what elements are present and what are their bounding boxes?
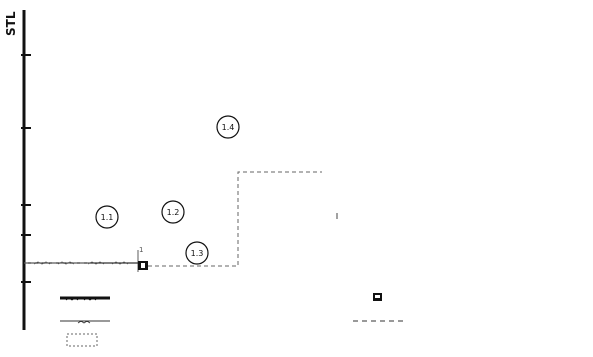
node-1-2: 1.2 [161,200,185,224]
legend-service-pipe-symbol [60,320,110,324]
meter-box-symbol-node [138,261,148,270]
legend-regulator-station-symbol [66,333,98,347]
node-1-1: 1.1 [95,205,119,229]
point-marker-label: 1 [139,246,143,254]
svg-text:1.2: 1.2 [167,208,180,217]
node-1-3: 1.3 [185,241,209,265]
svg-text:1.4: 1.4 [222,123,235,132]
network-code-label: STL [4,11,18,36]
service-pipe [24,250,139,272]
node-1-4: 1.4 [216,115,240,139]
svg-text:1.1: 1.1 [101,213,114,222]
svg-text:1.3: 1.3 [191,249,204,258]
legend-distribution-pipe-symbol [60,296,110,301]
distribution-pipe-vertical [21,10,31,330]
legend-meter-box-symbol [373,293,382,301]
property-boundary-line [24,171,322,267]
